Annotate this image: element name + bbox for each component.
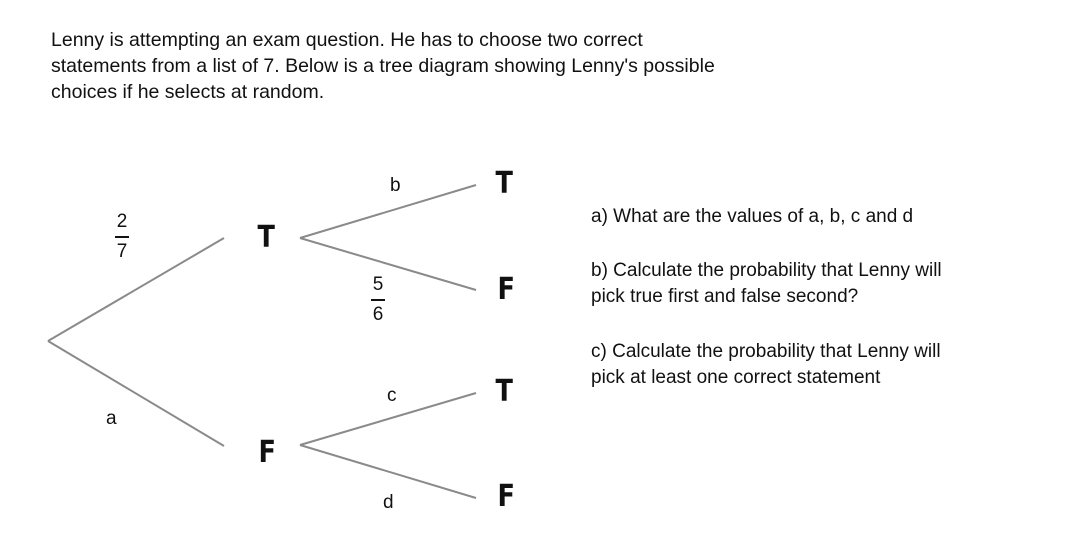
fraction-bar — [115, 236, 129, 238]
question-a: a) What are the values of a, b, c and d — [591, 204, 913, 230]
label-c: c — [387, 385, 397, 406]
intro-text: Lenny is attempting an exam question. He… — [51, 27, 871, 105]
question-c: c) Calculate the probability that Lenny … — [591, 339, 941, 391]
numerator: 2 — [116, 211, 128, 232]
node-true-true: T — [495, 166, 513, 201]
numerator: 5 — [372, 274, 384, 295]
node-first-false: F — [258, 435, 276, 470]
label-b: b — [390, 175, 401, 196]
fraction-bar — [371, 299, 385, 301]
question-line: pick at least one correct statement — [591, 367, 881, 388]
denominator: 6 — [372, 303, 384, 325]
branch-true-true — [299, 184, 477, 239]
branch-root-true — [47, 237, 225, 342]
question-line: a) What are the values of a, b, c and d — [591, 206, 914, 227]
branch-false-true — [299, 392, 477, 446]
question-b: b) Calculate the probability that Lenny … — [591, 258, 942, 310]
node-false-true: T — [495, 374, 513, 409]
intro-line: statements from a list of 7. Below is a … — [51, 55, 715, 77]
question-line: c) Calculate the probability that Lenny … — [591, 341, 941, 362]
prob-first-true: 2 7 — [112, 212, 132, 262]
node-first-true: T — [257, 220, 275, 255]
intro-line: choices if he selects at random. — [51, 81, 325, 103]
denominator: 7 — [116, 240, 128, 262]
branch-true-false — [299, 237, 477, 291]
prob-true-false: 5 6 — [368, 275, 388, 325]
label-a: a — [106, 408, 117, 429]
question-line: b) Calculate the probability that Lenny … — [591, 260, 942, 281]
question-line: pick true first and false second? — [591, 286, 859, 307]
intro-line: Lenny is attempting an exam question. He… — [51, 29, 643, 51]
branch-false-false — [299, 444, 477, 499]
label-d: d — [383, 492, 394, 513]
node-true-false: F — [497, 272, 515, 307]
branch-root-false — [47, 340, 225, 447]
node-false-false: F — [497, 479, 515, 514]
